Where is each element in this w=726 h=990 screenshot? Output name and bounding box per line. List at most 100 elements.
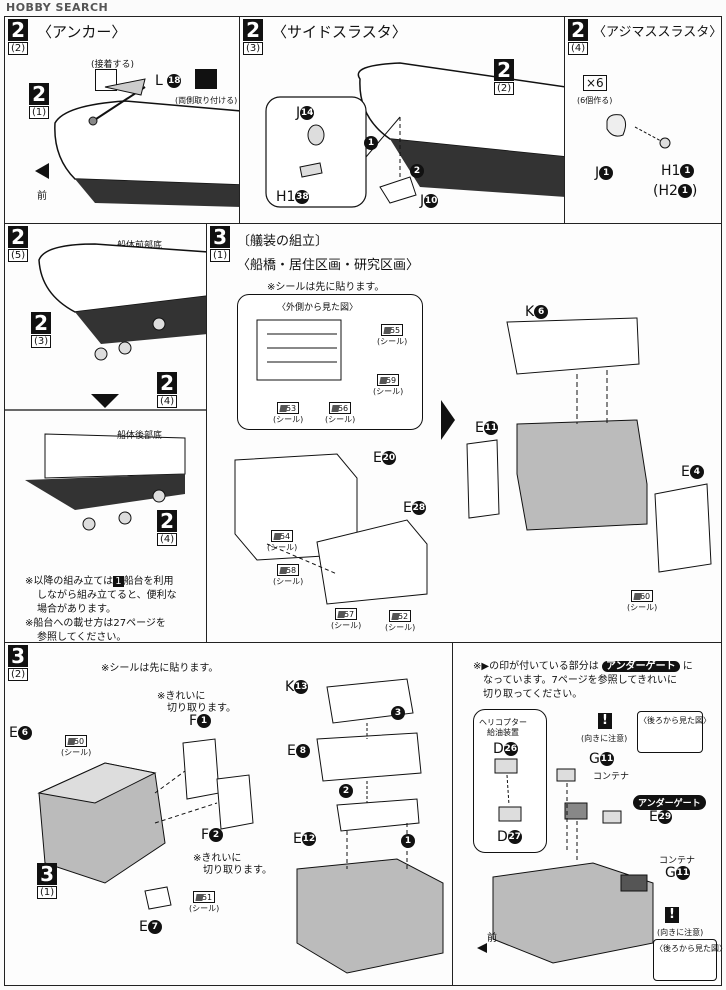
ref-step-3: 2(3) [31, 312, 52, 348]
seal-50: 50(シール) [61, 735, 92, 757]
note-line-4: ※船台への載せ方は27ページを [25, 618, 166, 629]
right-assembly-drawing [492, 758, 654, 964]
order-1: 1 [401, 833, 415, 848]
ref-step: 2(2) [494, 59, 515, 95]
panel-title: 〈アンカー〉 [37, 23, 127, 41]
panel-side-thruster: 2(3) 〈サイドスラスタ〉 2(2) J14 H138 J10 1 2 [239, 16, 567, 224]
panel-step-3-2-right: ※▶の印が付いている部分は アンダーゲート に なっています。7ページを参照して… [452, 642, 726, 986]
panel-hull-bottom: 2(5) 船体前部底 2(3) 2(4) 船体後部底 2(4) ※以降の組み立て… [4, 223, 209, 643]
order-1: 1 [364, 135, 378, 150]
seal-52: 52(シール) [385, 610, 416, 632]
step-number: 2(5) [8, 226, 29, 262]
step-number: 3(2) [8, 645, 29, 681]
order-3: 3 [391, 705, 405, 720]
order-2: 2 [339, 783, 353, 798]
seal-55: 55(シール) [377, 324, 408, 346]
seal-first-note: ※シールは先に貼ります。 [267, 282, 385, 293]
hull-front-drawing [5, 243, 209, 531]
container-label-2: コンテナ [659, 856, 696, 866]
part-label-J14: J14 [296, 105, 315, 121]
step-number: 2(3) [243, 19, 264, 55]
part-label-J10: J10 [420, 193, 439, 209]
anchor-hull-drawing [54, 78, 242, 207]
part-label-E12: E12 [293, 831, 316, 847]
undergate-badge: アンダーゲート [633, 795, 706, 810]
orientation-caution: (向きに注意) [581, 734, 628, 743]
step-number: 2(4) [568, 19, 589, 55]
watermark: HOBBY SEARCH [6, 1, 109, 14]
glue-note: (接着する) [91, 60, 135, 70]
rear-view-box [637, 711, 703, 753]
note-line-5: 参照してください。 [37, 632, 127, 643]
heli-label-1: ヘリコプター [479, 718, 527, 727]
seal-53: 53(シール) [273, 402, 304, 424]
step-3-2-drawing [37, 738, 254, 910]
panel-title: 〈アジマススラスタ〉 [593, 25, 723, 40]
part-label-H1-38: H138 [276, 189, 310, 205]
part-label-E28: E28 [403, 500, 426, 516]
seal-58: 58(シール) [273, 564, 304, 586]
ref-step-4b: 2(4) [157, 510, 178, 546]
undergate-note-3: 切り取ってください。 [483, 689, 583, 700]
part-label-E29: E29 [649, 809, 672, 825]
ref-step: 3(1) [37, 863, 58, 899]
clean-cut-note-4: 切り取ります。 [203, 865, 272, 876]
rear-bottom-label: 船体後部底 [117, 431, 163, 441]
seal-57: 57(シール) [331, 608, 362, 630]
undergate-note-1: ※▶の印が付いている部分は アンダーゲート に [473, 661, 693, 672]
seal-first-note: ※シールは先に貼ります。 [101, 663, 219, 674]
rear-view-box-2 [653, 939, 717, 981]
part-label-G11b: G11 [665, 865, 690, 881]
clean-cut-note-3: ※きれいに [193, 853, 242, 864]
seal-56: 56(シール) [325, 402, 356, 424]
seal-51: 51(シール) [189, 891, 220, 913]
front-arrow-icon [477, 943, 487, 953]
front-bottom-label: 船体前部底 [117, 241, 163, 251]
panel-fittings-assembly: 3(1) 〔艤装の組立〕 〈船橋・居住区画・研究区画〉 ※シールは先に貼ります。… [206, 223, 722, 643]
quantity-note: (6個作る) [577, 96, 613, 105]
part-label-E11: E11 [475, 420, 498, 436]
warning-icon-2: ! [665, 907, 679, 923]
azimuth-drawing [606, 114, 671, 149]
seal-54: 54(シール) [267, 530, 298, 552]
step-number: 2(2) [8, 19, 29, 55]
ref-step: 2(1) [29, 83, 50, 119]
part-label-L18: L 18 [155, 73, 182, 89]
part-label-D26: D26 [493, 741, 518, 757]
undergate-note-2: なっています。7ページを参照してきれいに [483, 675, 678, 686]
ref-step-4: 2(4) [157, 372, 178, 408]
assembly-drawing [234, 317, 712, 605]
orientation-caution-2: (向きに注意) [657, 928, 704, 937]
seal-59: 59(シール) [373, 374, 404, 396]
rear-view-label: 〈後ろから見た図〉 [639, 716, 711, 725]
outside-view-label: 〈外側から見た図〉 [277, 303, 359, 313]
warning-icon: ! [598, 713, 612, 729]
mirror-icon [195, 69, 217, 89]
part-label-E20: E20 [373, 450, 396, 466]
front-arrow-icon [35, 163, 49, 179]
rear-view-label-2: 〈後ろから見た図〉 [655, 944, 726, 953]
panel-title: 〈サイドスラスタ〉 [272, 23, 407, 41]
quantity-badge: ×6 [583, 75, 607, 91]
both-sides-note: (両側取り付ける) [175, 96, 238, 105]
seal-60: 60(シール) [627, 590, 658, 612]
part-label-K13: K13 [285, 679, 309, 695]
heli-label-2: 給油装置 [487, 728, 519, 737]
down-arrow-icon [91, 394, 119, 408]
front-label: 前 [487, 933, 497, 944]
heli-detail-box [473, 709, 547, 853]
